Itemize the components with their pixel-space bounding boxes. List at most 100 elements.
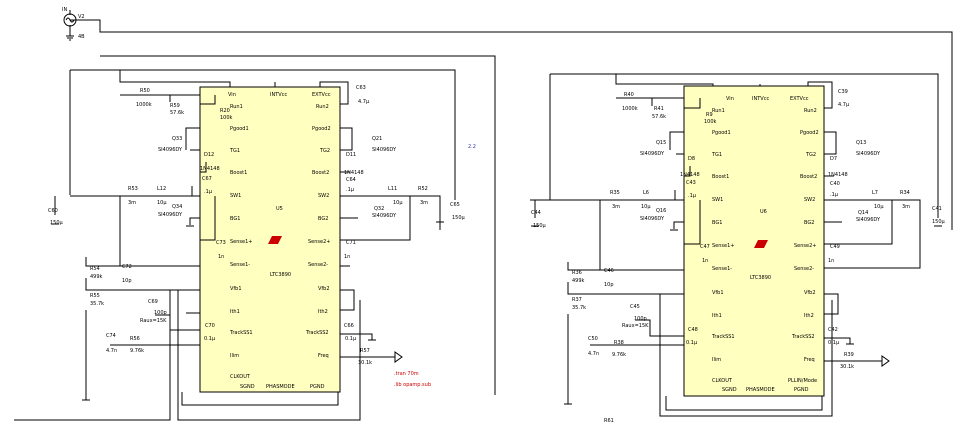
part-c46[interactable]: C46	[604, 268, 614, 274]
part-r41[interactable]: R41	[654, 106, 664, 112]
part-c67[interactable]: C67	[202, 176, 212, 182]
part-q15[interactable]: Q15	[656, 140, 666, 146]
part-d12[interactable]: D12	[204, 152, 214, 158]
part-raux-2[interactable]: Raux=15K	[622, 323, 649, 329]
part-l12[interactable]: L12	[157, 186, 166, 192]
part-d8[interactable]: D8	[688, 156, 695, 162]
directive-lib[interactable]: .lib opamp.sub	[394, 382, 431, 388]
part-q32[interactable]: Q32	[374, 206, 384, 212]
part-c72-val: 10p	[122, 278, 132, 284]
part-r40-val: 1000k	[622, 106, 638, 112]
part-r56-val: 9.76k	[130, 348, 144, 354]
pin-trackss1-2: TrackSS1	[711, 334, 735, 340]
pin-sw1-2: SW1	[712, 197, 723, 203]
part-c47[interactable]: C47	[700, 244, 710, 250]
part-q13-val: SI4096DY	[856, 151, 881, 157]
pin-clkout: CLKOUT	[230, 374, 251, 380]
part-r20[interactable]: R20	[220, 108, 230, 114]
part-r59[interactable]: R59	[170, 103, 180, 109]
pin-clkout-2: CLKOUT	[712, 378, 733, 384]
part-c74[interactable]: C74	[106, 333, 116, 339]
part-r39[interactable]: R39	[844, 352, 854, 358]
voltage-source-v2[interactable]: IN V2 4B	[62, 7, 85, 40]
pin-tg2-2: TG2	[805, 152, 816, 158]
pin-pgnd: PGND	[310, 384, 325, 390]
part-c64[interactable]: C64	[346, 177, 356, 183]
pin-vin: Vin	[228, 92, 236, 98]
part-r53-val: 3m	[128, 200, 136, 206]
pin-intvcc: INTVcc	[270, 92, 287, 98]
part-r53[interactable]: R53	[128, 186, 138, 192]
pin-sense1p-2: Sense1+	[712, 243, 734, 249]
part-q21[interactable]: Q21	[372, 136, 382, 142]
part-d11-val: 1N4148	[344, 170, 364, 176]
pin-sgnd-2: SGND	[722, 387, 737, 393]
pin-vin-2: Vin	[726, 96, 734, 102]
part-r52[interactable]: R52	[418, 186, 428, 192]
part-c65[interactable]: C65	[450, 202, 460, 208]
part-r20-val: 100k	[220, 115, 233, 121]
part-q16[interactable]: Q16	[656, 208, 666, 214]
part-r36[interactable]: R36	[572, 270, 582, 276]
part-r38[interactable]: R38	[614, 340, 624, 346]
part-c48[interactable]: C48	[688, 327, 698, 333]
part-r40[interactable]: R40	[624, 92, 634, 98]
part-r9[interactable]: R9	[706, 112, 713, 118]
source-name: V2	[78, 14, 85, 20]
part-c43[interactable]: C43	[686, 180, 696, 186]
ic-u6[interactable]	[683, 85, 825, 397]
part-r57[interactable]: R57	[360, 348, 370, 354]
pin-ilim: Ilim	[230, 353, 239, 359]
pin-run1: Run1	[230, 104, 243, 110]
part-r35[interactable]: R35	[610, 190, 620, 196]
part-c66-val: 0.1µ	[345, 336, 357, 342]
directive-tran[interactable]: .tran 70m	[394, 371, 419, 377]
part-l7[interactable]: L7	[872, 190, 878, 196]
part-q14[interactable]: Q14	[858, 210, 868, 216]
part-q34[interactable]: Q34	[172, 204, 182, 210]
part-r54-val: 499k	[90, 274, 103, 280]
pin-sw2-2: SW2	[804, 197, 815, 203]
part-c70[interactable]: C70	[205, 323, 215, 329]
part-c42[interactable]: C42	[828, 327, 838, 333]
part-r34[interactable]: R34	[900, 190, 910, 196]
part-q33[interactable]: Q33	[172, 136, 182, 142]
part-r61[interactable]: R61	[604, 418, 614, 424]
part-r56[interactable]: R56	[130, 336, 140, 342]
part-d7-val: 1N4148	[828, 172, 848, 178]
pin-pgood1: Pgood1	[230, 126, 249, 132]
part-q13[interactable]: Q13	[856, 140, 866, 146]
part-r50[interactable]: R50	[140, 88, 150, 94]
part-c44[interactable]: C44	[531, 210, 541, 216]
part-c49[interactable]: C49	[830, 244, 840, 250]
part-c40[interactable]: C40	[830, 181, 840, 187]
part-c70-val: 0.1µ	[204, 336, 216, 342]
part-r55[interactable]: R55	[90, 293, 100, 299]
part-r36-val: 499k	[572, 278, 585, 284]
part-c69[interactable]: C69	[148, 299, 158, 305]
part-r37[interactable]: R37	[572, 297, 582, 303]
part-c66[interactable]: C66	[344, 323, 354, 329]
part-c50[interactable]: C50	[588, 336, 598, 342]
pin-pgood1-2: Pgood1	[712, 130, 731, 136]
part-r9-val: 100k	[704, 119, 717, 125]
part-raux[interactable]: Raux=15K	[140, 318, 167, 324]
part-c46-val: 10p	[604, 282, 614, 288]
part-c41[interactable]: C41	[932, 206, 942, 212]
pin-sense2m: Sense2-	[308, 262, 328, 268]
part-c73[interactable]: C73	[216, 240, 226, 246]
part-c63[interactable]: C63	[356, 85, 366, 91]
part-d7[interactable]: D7	[830, 156, 837, 162]
part-l6[interactable]: L6	[643, 190, 649, 196]
part-c71[interactable]: C71	[346, 240, 356, 246]
part-c39[interactable]: C39	[838, 89, 848, 95]
part-c60[interactable]: C60	[48, 208, 58, 214]
part-c45[interactable]: C45	[630, 304, 640, 310]
part-c40-val: .1µ	[830, 192, 839, 198]
pin-boost2-2: Boost2	[800, 174, 817, 180]
part-d11[interactable]: D11	[346, 152, 356, 158]
ground-symbols	[14, 221, 942, 421]
part-r54[interactable]: R54	[90, 266, 100, 272]
part-l11[interactable]: L11	[388, 186, 397, 192]
part-c72[interactable]: C72	[122, 264, 132, 270]
